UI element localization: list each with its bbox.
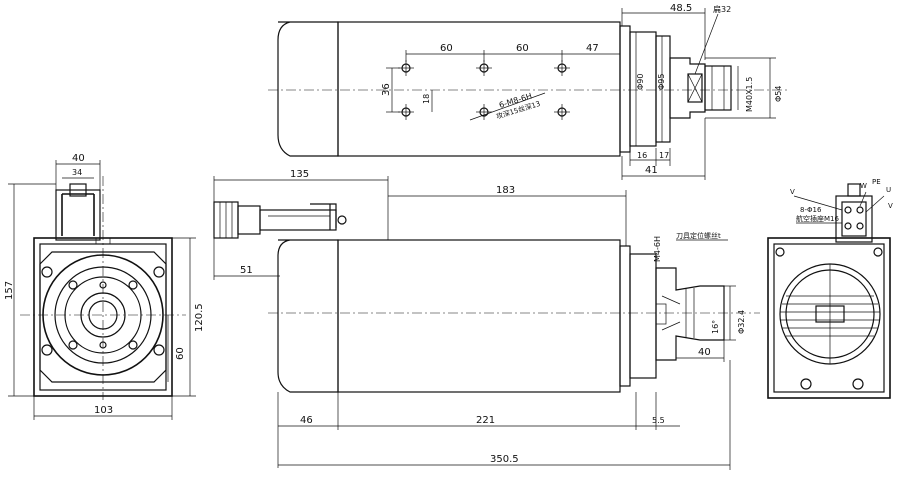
front-connector-body — [259, 209, 337, 231]
top-nose — [669, 57, 706, 119]
dim-17: 17 — [659, 151, 669, 160]
dim-36: 36 — [381, 83, 392, 96]
dim-18: 18 — [422, 94, 431, 104]
left-dim-120-5: 120.5 — [194, 303, 205, 332]
dim-47: 47 — [586, 43, 599, 54]
top-rear-cap — [277, 21, 339, 157]
dim-60-a: 60 — [440, 43, 453, 54]
label-v1: V — [790, 188, 795, 196]
label-w: W — [860, 182, 867, 190]
top-mounting-holes — [398, 60, 570, 120]
front-flange-2 — [629, 253, 657, 379]
front-body — [337, 239, 621, 393]
left-connector-housing — [55, 189, 101, 241]
left-inner-body — [39, 251, 167, 383]
left-connector-clip — [61, 193, 95, 236]
top-view: 60 60 47 36 18 6-M8-6H 攻深15丝深13 48.5 扁32… — [268, 3, 790, 180]
front-dim-135: 135 — [290, 169, 309, 180]
left-dim-34: 34 — [72, 168, 82, 177]
left-dim-157: 157 — [4, 281, 15, 300]
front-dim-5-5: 5.5 — [652, 416, 665, 425]
front-dim-51: 51 — [240, 265, 253, 276]
dim-hex32: 扁32 — [713, 4, 731, 14]
front-dim-m4: M4-6H — [653, 236, 662, 262]
front-tool-note: 刀具定位螺丝t — [676, 231, 721, 240]
label-pin-note: 航空插座M16 — [796, 214, 839, 223]
right-view: V W PE U V 8-Φ16 航空插座M16 — [767, 178, 893, 399]
dim-phi90: Φ90 — [636, 74, 645, 90]
front-dim-phi32-4: Φ32.4 — [737, 310, 746, 334]
dim-60-b: 60 — [516, 43, 529, 54]
front-rear-cap — [277, 239, 339, 393]
dim-16: 16 — [637, 151, 647, 160]
front-dim-350-5: 350.5 — [490, 454, 519, 465]
dim-m40: M40X1.5 — [745, 77, 754, 112]
front-dim-46: 46 — [300, 415, 313, 426]
label-pin: 8-Φ16 — [800, 206, 822, 214]
right-housing — [767, 237, 891, 399]
left-dim-103: 103 — [94, 405, 113, 416]
left-view: 40 34 157 120.5 60 103 — [4, 153, 205, 420]
top-flange-1 — [619, 25, 631, 153]
top-collet-nut — [704, 65, 732, 111]
front-dim-16deg: 16° — [711, 320, 720, 334]
front-flange-1 — [619, 245, 631, 387]
front-dim-40: 40 — [698, 347, 711, 358]
dim-48-5: 48.5 — [670, 3, 692, 14]
label-pe: PE — [872, 178, 881, 186]
label-u: U — [886, 186, 891, 194]
left-dim-60: 60 — [175, 347, 186, 360]
left-connector-top — [69, 183, 87, 197]
dim-41: 41 — [645, 165, 658, 176]
dim-phi95: Φ95 — [657, 74, 666, 90]
front-dim-183: 183 — [496, 185, 515, 196]
label-v2: V — [888, 202, 893, 210]
dim-phi54: Φ54 — [774, 86, 783, 102]
front-dim-221: 221 — [476, 415, 495, 426]
left-dim-40: 40 — [72, 153, 85, 164]
front-view: 135 183 51 M4-6H 刀具定位螺丝t 16° Φ32.4 40 46… — [213, 169, 760, 470]
